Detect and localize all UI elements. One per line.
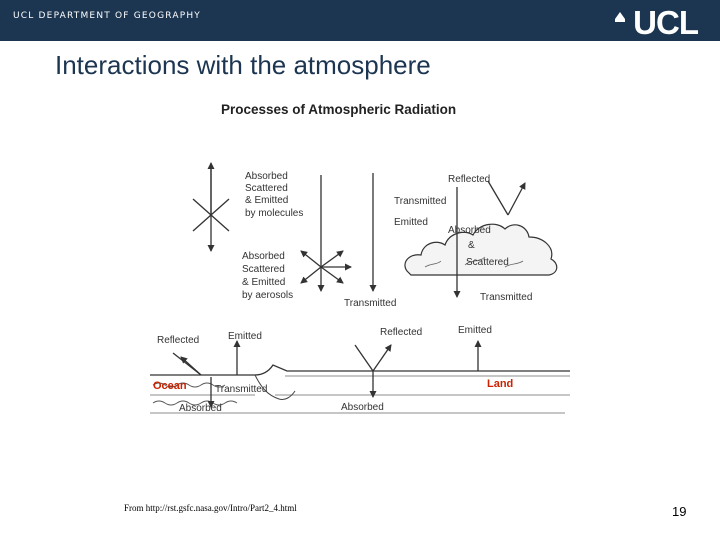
absorbed-ground-label: Absorbed xyxy=(341,402,384,413)
reflected-beam-cloud xyxy=(508,183,525,215)
cloud-label-line3: Scattered xyxy=(466,257,509,268)
absorbed-ocean-label: Absorbed xyxy=(179,403,222,414)
emitted-land-label: Emitted xyxy=(458,325,492,336)
page-number: 19 xyxy=(672,504,686,519)
reflected-ocean-label: Reflected xyxy=(157,335,199,346)
ucl-logo: UCL xyxy=(633,6,698,39)
emitted-ocean-label: Emitted xyxy=(228,331,262,342)
header-bar: UCL DEPARTMENT OF GEOGRAPHY UCL xyxy=(0,0,720,41)
transmitted-center-label: Transmitted xyxy=(344,298,396,309)
cloud-label-line2: & xyxy=(468,240,475,251)
aerosols-label-line4: by aerosols xyxy=(242,290,293,301)
atmospheric-radiation-diagram: Processes of Atmospheric Radiation Absor… xyxy=(145,95,570,425)
aerosol-scatter-lines xyxy=(301,175,351,291)
aerosols-label-line1: Absorbed xyxy=(242,251,285,262)
department-name: UCL DEPARTMENT OF GEOGRAPHY xyxy=(13,11,201,21)
slide-title: Interactions with the atmosphere xyxy=(55,50,431,81)
reflected-ground-label: Reflected xyxy=(380,327,422,338)
reflected-beam-ground xyxy=(373,345,391,371)
logo-portico-icon xyxy=(615,12,625,19)
molecule-scatter-lines xyxy=(193,163,229,251)
land-label: Land xyxy=(487,378,513,390)
reflected-beam-ocean xyxy=(181,357,201,375)
ocean-label: Ocean xyxy=(153,380,187,392)
emitted-upper-label: Emitted xyxy=(394,217,428,228)
aerosols-label-line2: Scattered xyxy=(242,264,285,275)
molecules-label-line1: Absorbed xyxy=(245,171,288,182)
logo-portico-base xyxy=(615,19,625,22)
reflected-cloud-label: Reflected xyxy=(448,174,490,185)
diagram-title: Processes of Atmospheric Radiation xyxy=(221,102,456,117)
cloud-label-line1: Absorbed xyxy=(448,225,491,236)
aerosols-label-line3: & Emitted xyxy=(242,277,285,288)
molecules-label: Absorbed Scattered & Emitted by molecule… xyxy=(245,171,303,219)
transmitted-ocean-label: Transmitted xyxy=(215,384,267,395)
molecules-label-line2: Scattered xyxy=(245,183,288,194)
incoming-beam-ground xyxy=(355,345,373,371)
molecules-label-line4: by molecules xyxy=(245,208,303,219)
transmitted-cloud-label: Transmitted xyxy=(480,292,532,303)
incoming-beam-cloud xyxy=(488,181,508,215)
ground-surface xyxy=(150,365,570,375)
aerosols-label: Absorbed Scattered & Emitted by aerosols xyxy=(242,251,293,301)
molecules-label-line3: & Emitted xyxy=(245,195,288,206)
transmitted-upper-label: Transmitted xyxy=(394,196,446,207)
source-citation: From http://rst.gsfc.nasa.gov/Intro/Part… xyxy=(124,503,297,513)
logo-text: UCL xyxy=(633,4,698,41)
